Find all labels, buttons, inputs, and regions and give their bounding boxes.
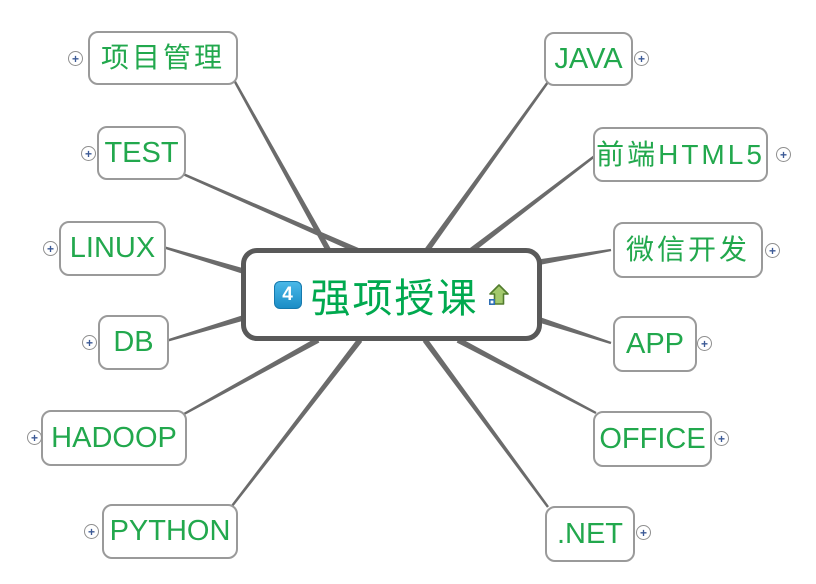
expand-icon[interactable]: +: [68, 51, 83, 66]
expand-icon[interactable]: +: [82, 335, 97, 350]
topic-label: 微信开发: [625, 234, 750, 265]
topic-label: PYTHON: [109, 515, 231, 547]
up-arrow-marker-icon: [488, 283, 509, 305]
topic-label: DB: [113, 326, 154, 358]
numeric-priority-badge: 4: [273, 280, 302, 309]
topic-weixin[interactable]: 微信开发: [613, 222, 763, 278]
topic-dotnet[interactable]: .NET: [545, 506, 635, 562]
topic-label: LINUX: [69, 232, 156, 264]
expand-icon[interactable]: +: [43, 241, 58, 256]
topic-html5[interactable]: 前端HTML5: [593, 127, 768, 182]
topic-label: 项目管理: [100, 42, 225, 73]
topic-linux[interactable]: LINUX: [59, 221, 166, 276]
topic-label: 前端HTML5: [596, 138, 765, 170]
topic-label: HADOOP: [51, 421, 177, 454]
expand-icon[interactable]: +: [84, 524, 99, 539]
topic-db[interactable]: DB: [98, 315, 169, 370]
expand-icon[interactable]: +: [636, 525, 651, 540]
topic-label: APP: [625, 327, 685, 360]
expand-icon[interactable]: +: [634, 51, 649, 66]
topic-hadoop[interactable]: HADOOP: [41, 410, 187, 466]
topic-label: OFFICE: [599, 422, 706, 455]
topic-xiangmuguanli[interactable]: 项目管理: [88, 31, 238, 85]
expand-icon[interactable]: +: [776, 147, 791, 162]
expand-icon[interactable]: +: [697, 336, 712, 351]
topic-office[interactable]: OFFICE: [593, 411, 712, 467]
topic-label: TEST: [104, 136, 179, 169]
central-topic[interactable]: 4 强项授课: [241, 248, 542, 341]
topic-label: .NET: [556, 517, 624, 550]
expand-icon[interactable]: +: [714, 431, 729, 446]
central-topic-label: 强项授课: [310, 275, 479, 322]
topic-python[interactable]: PYTHON: [102, 504, 238, 559]
topic-test[interactable]: TEST: [97, 126, 186, 180]
topic-app[interactable]: APP: [613, 316, 697, 372]
topic-java[interactable]: JAVA: [544, 32, 633, 86]
expand-icon[interactable]: +: [81, 146, 96, 161]
expand-icon[interactable]: +: [27, 430, 42, 445]
expand-icon[interactable]: +: [765, 243, 780, 258]
topic-label: JAVA: [554, 42, 623, 75]
